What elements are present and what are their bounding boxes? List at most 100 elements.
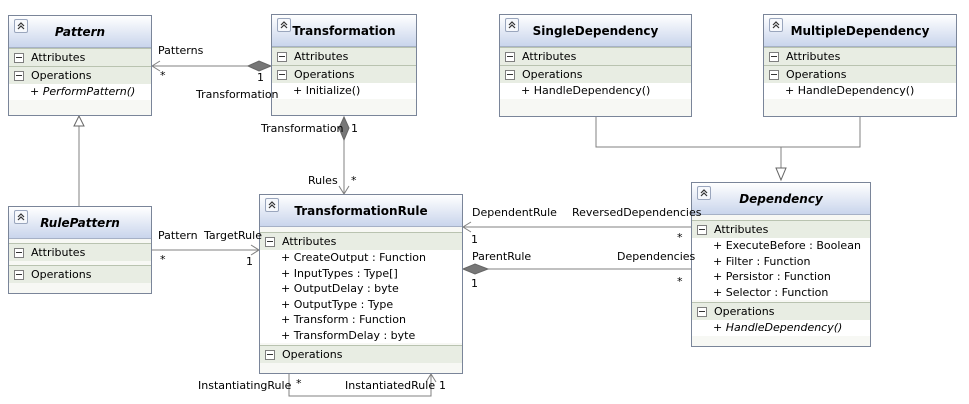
operation-item[interactable]: + Initialize() <box>272 83 416 99</box>
collapse-toggle-icon[interactable] <box>265 349 275 360</box>
composition-diamond-transformation <box>246 60 273 72</box>
collapse-toggle-icon[interactable] <box>14 52 24 63</box>
operation-item[interactable]: + HandleDependency() <box>500 83 691 99</box>
class-pattern-header[interactable]: Pattern <box>9 16 151 48</box>
class-transformation-header[interactable]: Transformation <box>272 15 416 47</box>
compartment-label: Operations <box>294 68 355 81</box>
class-dependency[interactable]: Dependency Attributes + ExecuteBefore : … <box>691 182 871 347</box>
role-label-targetrule[interactable]: TargetRule <box>204 229 262 242</box>
class-name: Pattern <box>54 24 106 39</box>
role-label-transformation[interactable]: Transformation <box>196 88 279 101</box>
arrowhead-dependentrule <box>462 221 472 233</box>
multiplicity-label[interactable]: * <box>160 69 166 82</box>
operations-compartment[interactable]: Operations <box>500 65 691 83</box>
composition-diamond-transformation-rules <box>338 115 350 142</box>
attribute-item[interactable]: + InputTypes : Type[] <box>260 265 462 281</box>
multiplicity-label[interactable]: 1 <box>246 255 253 268</box>
class-multiple-dependency-header[interactable]: MultipleDependency <box>764 15 956 47</box>
collapse-toggle-icon[interactable] <box>14 70 24 81</box>
edge-multiple-generalization <box>781 117 861 148</box>
role-label-patterns[interactable]: Patterns <box>158 44 204 57</box>
role-label-instantiatedrule[interactable]: InstantiatedRule <box>345 379 436 392</box>
multiplicity-label[interactable]: 1 <box>471 277 478 290</box>
compartment-label: Operations <box>786 68 847 81</box>
attribute-item[interactable]: + Transform : Function <box>260 312 462 328</box>
role-label-pattern[interactable]: Pattern <box>158 229 198 242</box>
class-rule-pattern-header[interactable]: RulePattern <box>9 207 151 239</box>
attribute-item[interactable]: + OutputType : Type <box>260 296 462 312</box>
class-single-dependency[interactable]: SingleDependency Attributes Operations +… <box>499 14 692 117</box>
operation-item[interactable]: + HandleDependency() <box>692 320 870 336</box>
attribute-item[interactable]: + TransformDelay : byte <box>260 327 462 343</box>
attribute-item[interactable]: + CreateOutput : Function <box>260 250 462 266</box>
multiplicity-label[interactable]: * <box>351 174 357 187</box>
attributes-compartment[interactable]: Attributes <box>764 47 956 65</box>
role-label-dependencies[interactable]: Dependencies <box>617 250 696 263</box>
class-multiple-dependency[interactable]: MultipleDependency Attributes Operations… <box>763 14 957 117</box>
attributes-compartment[interactable]: Attributes <box>9 48 151 66</box>
attribute-item[interactable]: + Persistor : Function <box>692 269 870 285</box>
collapse-toggle-icon[interactable] <box>697 224 707 235</box>
edge-single-generalization <box>595 117 782 168</box>
attribute-item[interactable]: + Selector : Function <box>692 284 870 300</box>
multiplicity-label[interactable]: 1 <box>471 233 478 246</box>
attributes-compartment[interactable]: Attributes <box>692 220 870 238</box>
class-transformation-rule-header[interactable]: TransformationRule <box>260 195 462 227</box>
operations-compartment[interactable]: Operations <box>9 66 151 84</box>
operation-item[interactable]: + HandleDependency() <box>764 83 956 99</box>
collapse-chevron-icon[interactable] <box>14 19 28 33</box>
operations-compartment[interactable]: Operations <box>9 265 151 283</box>
attribute-item[interactable]: + Filter : Function <box>692 253 870 269</box>
collapse-toggle-icon[interactable] <box>505 51 515 62</box>
collapse-toggle-icon[interactable] <box>505 69 515 80</box>
class-transformation-rule[interactable]: TransformationRule Attributes + CreateOu… <box>259 194 463 374</box>
collapse-toggle-icon[interactable] <box>769 69 779 80</box>
attributes-compartment[interactable]: Attributes <box>9 243 151 261</box>
edge-instantiating-self <box>288 374 432 397</box>
attributes-compartment[interactable]: Attributes <box>260 232 462 250</box>
collapse-toggle-icon[interactable] <box>277 69 287 80</box>
operation-item[interactable]: + PerformPattern() <box>9 84 151 100</box>
collapse-toggle-icon[interactable] <box>769 51 779 62</box>
operations-compartment[interactable]: Operations <box>692 302 870 320</box>
multiplicity-label[interactable]: 1 <box>257 71 264 84</box>
role-label-instantiatingrule[interactable]: InstantiatingRule <box>198 379 292 392</box>
class-transformation[interactable]: Transformation Attributes Operations + I… <box>271 14 417 116</box>
collapse-toggle-icon[interactable] <box>265 236 275 247</box>
attribute-item[interactable]: + OutputDelay : byte <box>260 281 462 297</box>
collapse-toggle-icon[interactable] <box>697 306 707 317</box>
multiplicity-label[interactable]: * <box>160 253 166 266</box>
multiplicity-label[interactable]: * <box>677 275 683 288</box>
compartment-label: Attributes <box>786 50 841 63</box>
multiplicity-label[interactable]: * <box>296 377 302 390</box>
collapse-toggle-icon[interactable] <box>277 51 287 62</box>
attribute-item[interactable]: + ExecuteBefore : Boolean <box>692 238 870 254</box>
operations-compartment[interactable]: Operations <box>764 65 956 83</box>
role-label-transformation[interactable]: Transformation <box>261 122 344 135</box>
collapse-chevron-icon[interactable] <box>505 18 519 32</box>
role-label-dependentrule[interactable]: DependentRule <box>472 206 557 219</box>
operations-compartment[interactable]: Operations <box>260 345 462 363</box>
collapse-chevron-icon[interactable] <box>697 186 711 200</box>
multiplicity-label[interactable]: * <box>677 231 683 244</box>
attributes-compartment[interactable]: Attributes <box>500 47 691 65</box>
multiplicity-label[interactable]: 1 <box>351 122 358 135</box>
class-name: SingleDependency <box>532 23 659 38</box>
collapse-toggle-icon[interactable] <box>14 247 24 258</box>
class-rule-pattern[interactable]: RulePattern Attributes Operations <box>8 206 152 294</box>
attributes-compartment[interactable]: Attributes <box>272 47 416 65</box>
class-pattern[interactable]: Pattern Attributes Operations + PerformP… <box>8 15 152 116</box>
collapse-chevron-icon[interactable] <box>265 198 279 212</box>
collapse-chevron-icon[interactable] <box>277 18 291 32</box>
compartment-label: Attributes <box>282 235 337 248</box>
collapse-chevron-icon[interactable] <box>769 18 783 32</box>
class-single-dependency-header[interactable]: SingleDependency <box>500 15 691 47</box>
multiplicity-label[interactable]: 1 <box>439 379 446 392</box>
operations-compartment[interactable]: Operations <box>272 65 416 83</box>
class-dependency-header[interactable]: Dependency <box>692 183 870 215</box>
collapse-toggle-icon[interactable] <box>14 269 24 280</box>
role-label-reverseddependencies[interactable]: ReversedDependencies <box>572 206 702 219</box>
role-label-parentrule[interactable]: ParentRule <box>472 250 532 263</box>
collapse-chevron-icon[interactable] <box>14 210 28 224</box>
role-label-rules[interactable]: Rules <box>308 174 338 187</box>
